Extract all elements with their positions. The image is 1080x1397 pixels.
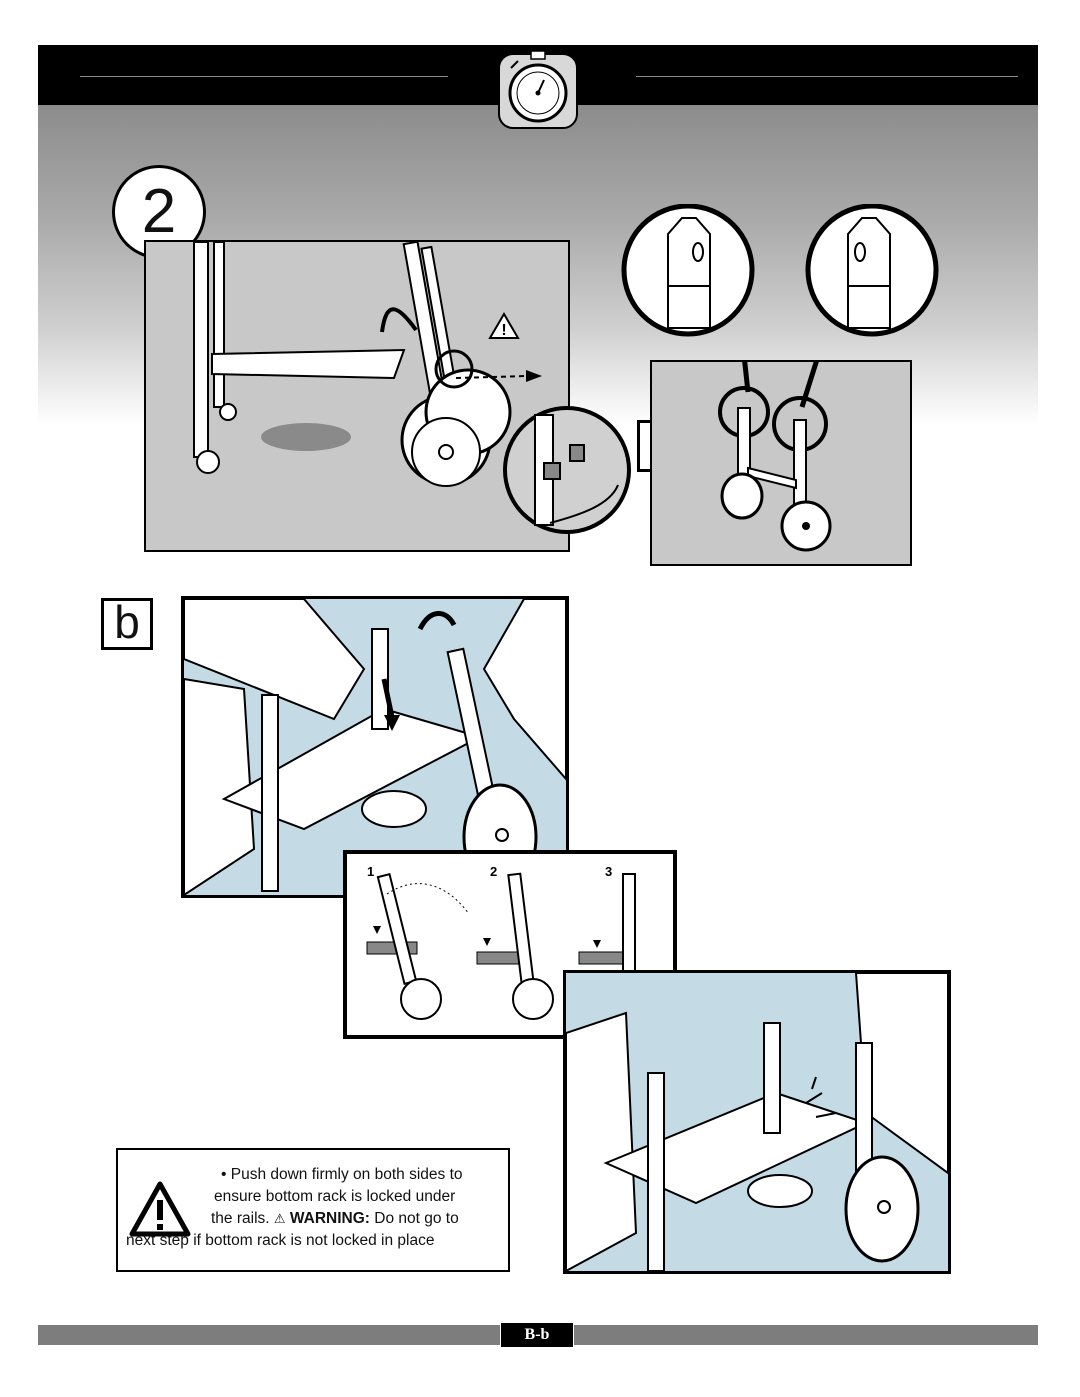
svg-text:!: ! <box>501 322 506 339</box>
stopwatch-icon <box>498 50 578 129</box>
warning-text: • Push down firmly on both sides to ensu… <box>126 1164 498 1252</box>
warning-line-3-start: the rails. <box>211 1210 270 1227</box>
warning-label: WARNING: <box>289 1210 370 1227</box>
locking-rack-illustration-bottom <box>563 970 951 1274</box>
rack-hands-drawing-bottom <box>565 972 949 1273</box>
cart-frame-illustration: ! <box>193 240 542 487</box>
warning-line-4: next step if bottom rack is not locked i… <box>126 1232 435 1249</box>
callout-b-label: b <box>101 598 153 650</box>
warning-inline-triangle-icon: ⚠ <box>273 1211 286 1226</box>
warning-triangle-icon <box>129 1181 191 1237</box>
cart-assembly-panel: ! <box>144 240 570 552</box>
sequence-label-1: 1 <box>367 864 375 879</box>
sequence-label-2: 2 <box>490 864 498 879</box>
warning-line-1: • Push down firmly on both sides to <box>221 1166 463 1183</box>
locking-rack-illustration-top <box>181 596 569 898</box>
leg-wheel-panel <box>650 281 912 566</box>
warning-line-3-end: Do not go to <box>374 1210 459 1227</box>
warning-line-3: the rails. ⚠ WARNING: Do not go to <box>126 1208 498 1230</box>
header-rule-right <box>636 76 1018 77</box>
pin-detail-zoom <box>503 406 631 534</box>
leg-wheel-illustration <box>718 281 835 552</box>
leg-tip-detail-circles <box>621 204 939 337</box>
rack-hands-drawing-top <box>183 598 567 897</box>
warning-box: • Push down firmly on both sides to ensu… <box>116 1148 510 1272</box>
sequence-label-3: 3 <box>605 864 613 879</box>
page-label: B-b <box>500 1322 574 1348</box>
warning-line-2: ensure bottom rack is locked under <box>214 1188 456 1205</box>
header-rule-left <box>80 76 448 77</box>
